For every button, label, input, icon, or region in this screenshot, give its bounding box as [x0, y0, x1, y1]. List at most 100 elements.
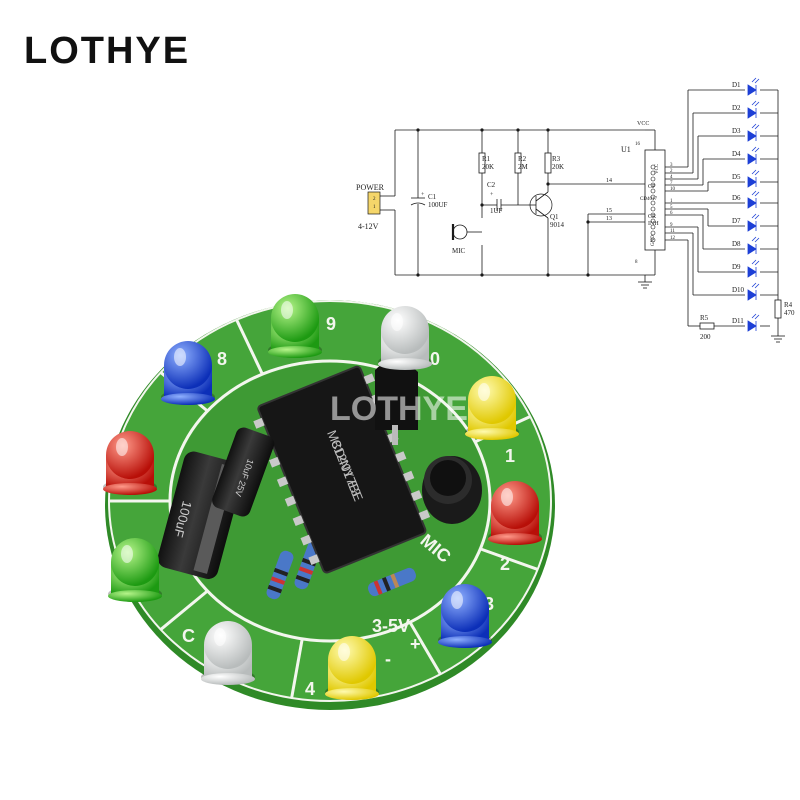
- vcc-label: VCC: [637, 121, 649, 127]
- c2-value: 1UF: [490, 207, 503, 215]
- led-bulb: [465, 376, 519, 440]
- pcb-label-1: 1: [505, 446, 515, 466]
- led-diode-symbol: [747, 282, 760, 301]
- u1-pin-13: 13: [606, 216, 612, 222]
- ic-pin: [363, 373, 375, 385]
- c2-ref: C2: [487, 181, 496, 189]
- ic-pin: [300, 534, 312, 546]
- led-bulb: [103, 431, 157, 495]
- power-label: POWER: [356, 183, 385, 192]
- u1-output-pin-label: 9: [670, 223, 673, 228]
- ic-pin: [276, 476, 289, 488]
- q1-value: 9014: [550, 221, 565, 229]
- r4-ref: R4: [784, 301, 793, 309]
- led-bulb: [161, 341, 215, 405]
- r1-value: 20K: [482, 163, 494, 171]
- u1-ref: U1: [621, 145, 631, 154]
- microphone: [422, 456, 482, 524]
- u1-output-pin-label: 6: [670, 211, 673, 216]
- led-diode-symbol: [747, 100, 760, 119]
- led-bulb: [201, 621, 255, 685]
- pcb-label-2: 2: [500, 554, 510, 574]
- led-diode-symbol: [747, 213, 760, 232]
- u1-output-pin-label: 4: [670, 175, 673, 180]
- pcb-label-3: 3: [484, 594, 494, 614]
- capacitor-small: 10uF 25V: [212, 427, 275, 517]
- r2-ref: R2: [518, 155, 527, 163]
- pcb-voltage-label: 3-5V: [372, 616, 410, 636]
- u1-output-pin-label: 3: [670, 163, 673, 168]
- ic-pin: [402, 470, 415, 482]
- u1-pin-15: 15: [606, 208, 612, 214]
- led-diode-symbol: [747, 236, 760, 255]
- led-label: D9: [732, 263, 741, 271]
- r3-value: 20K: [552, 163, 564, 171]
- brand-logo: LOTHYE: [24, 30, 191, 72]
- u1-chip-name: CD4017: [640, 197, 657, 202]
- led-diode-symbol: [747, 123, 760, 142]
- segment-divider: [290, 638, 304, 699]
- segment-divider: [235, 319, 264, 375]
- mic-schematic-label: MIC: [452, 247, 466, 255]
- led-label: D11: [732, 317, 744, 325]
- transistor: [375, 360, 418, 445]
- u1-output-pin-label: 2: [670, 169, 673, 174]
- u1-pin-vcc: VCC: [655, 163, 660, 174]
- r3-ref: R3: [552, 155, 561, 163]
- u1-output-pin-label: 1: [670, 199, 673, 204]
- segment-divider: [159, 589, 209, 631]
- u1-pin-16: 16: [635, 142, 641, 147]
- led-label: D1: [732, 81, 741, 89]
- r5-value: 200: [700, 333, 711, 341]
- u1-pin-gnd: GND: [651, 235, 656, 246]
- pcb-label-9: 9: [326, 314, 336, 334]
- u1-output-pin-label: 12: [670, 236, 676, 241]
- led-label: D3: [732, 127, 741, 135]
- led-label: D7: [732, 217, 741, 225]
- r5-ref: R5: [700, 314, 709, 322]
- ic-pin: [292, 515, 304, 527]
- led-label: D10: [732, 286, 745, 294]
- ic-pin: [253, 417, 265, 429]
- c1-plus: +: [421, 192, 425, 198]
- resistors: [266, 540, 416, 600]
- u1-output-pin-label: 5: [670, 205, 673, 210]
- power-pin-2: 2: [373, 197, 376, 202]
- r2-value: 2M: [518, 163, 529, 171]
- u1-pin-14: 14: [606, 178, 612, 184]
- power-pin-1: 1: [373, 205, 376, 210]
- ic-pin: [410, 490, 423, 501]
- ic-pin: [269, 456, 281, 468]
- r4-value: 470: [784, 309, 795, 317]
- led-bulb: [268, 294, 322, 358]
- led-bulb: [378, 306, 432, 370]
- u1-pin-cp: CP: [648, 184, 656, 190]
- ic-pin: [308, 554, 320, 566]
- c1-value: 100UF: [428, 201, 448, 209]
- led-diode-symbol: [747, 169, 760, 188]
- q1-ref: Q1: [550, 213, 559, 221]
- led-bulb: [488, 481, 542, 545]
- u1-pin-inh: INH: [648, 221, 659, 227]
- led-label: D8: [732, 240, 741, 248]
- power-range: 4-12V: [358, 222, 379, 231]
- led-bulb: [438, 584, 492, 648]
- led-label: D2: [732, 104, 741, 112]
- led-label: D4: [732, 150, 741, 158]
- led-diode-symbol: [747, 313, 760, 332]
- watermark: LOTHYE: [330, 390, 468, 428]
- ic-pin: [395, 451, 407, 463]
- pcb-label-c: C: [182, 626, 195, 646]
- u1-output-pin-label: 11: [670, 229, 675, 234]
- pcb-label-4: 4: [305, 679, 315, 699]
- led-label: D6: [732, 194, 741, 202]
- u1-output-pin-label: 10: [670, 187, 676, 192]
- led-label: D5: [732, 173, 741, 181]
- pcb-label-8: 8: [217, 349, 227, 369]
- led-diode-symbol: [747, 190, 760, 209]
- u1-pin-8: 8: [635, 260, 638, 265]
- ic-pin: [418, 509, 431, 521]
- led-bulb: [108, 538, 162, 602]
